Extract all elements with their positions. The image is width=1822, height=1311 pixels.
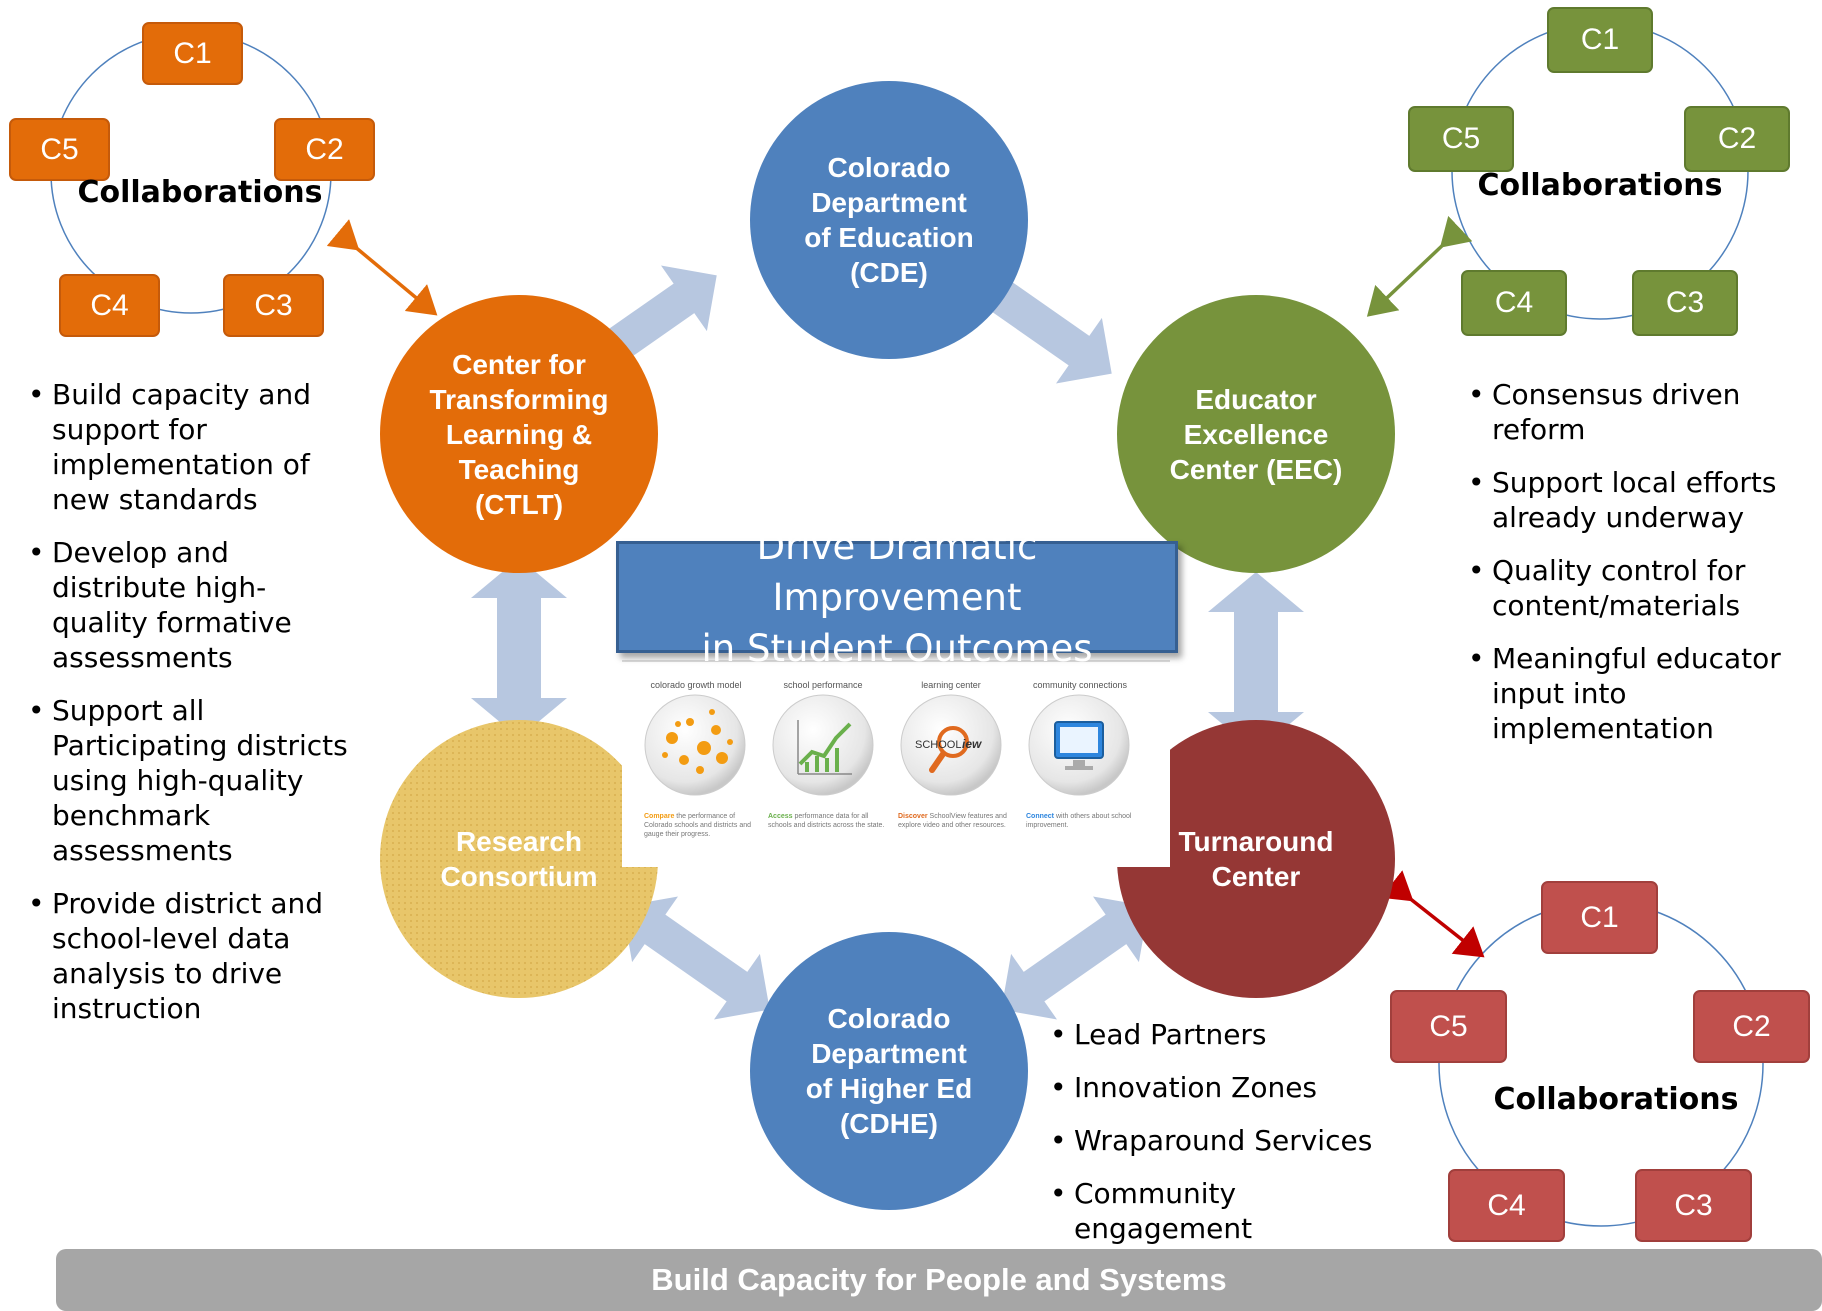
node-cde-line: Department bbox=[811, 187, 967, 218]
node-cdhe-line: Colorado bbox=[827, 1003, 951, 1034]
node-cde-line: Colorado bbox=[827, 152, 951, 183]
collab-orange-c2: C2 bbox=[274, 118, 375, 181]
arrow-research-cdhe bbox=[622, 896, 770, 1020]
goal-line-1: Drive Dramatic Improvement bbox=[756, 524, 1038, 619]
schoolview-logo-text: SCHOOL bbox=[915, 739, 961, 751]
collab-green-c1: C1 bbox=[1547, 7, 1653, 73]
sv-label-growth: colorado growth model bbox=[650, 680, 742, 690]
scatter-dots-icon bbox=[662, 709, 733, 774]
turnaround-bullet-list: Lead Partners Innovation Zones Wraparoun… bbox=[1050, 1017, 1390, 1264]
ctlt-bullet: Develop and distribute high-quality form… bbox=[28, 535, 312, 675]
collab-orange-c5: C5 bbox=[9, 118, 110, 181]
collab-orange-title: Collaborations bbox=[77, 175, 323, 210]
arrow-eec-collab bbox=[1366, 215, 1473, 317]
node-cdhe-label: Colorado Department of Higher Ed (CDHE) bbox=[779, 971, 999, 1171]
magnifier-icon: SCHOOL iew bbox=[915, 726, 982, 773]
ctlt-bullet: Build capacity and support for implement… bbox=[28, 377, 358, 517]
eec-bullet: Meaningful educator input into implement… bbox=[1468, 641, 1808, 746]
arrow-cdhe-turnaround bbox=[1001, 896, 1149, 1020]
node-ctlt-line: Teaching bbox=[458, 453, 580, 485]
node-eec-line: Center (EEC) bbox=[1169, 453, 1343, 485]
collab-green-c3: C3 bbox=[1632, 270, 1738, 336]
sv-label-learning: learning center bbox=[921, 680, 981, 690]
node-cde-label: Colorado Department of Education (CDE) bbox=[779, 120, 999, 320]
ctlt-bullet: Support all Participating districts usin… bbox=[28, 693, 358, 868]
learning-center-bubble bbox=[900, 694, 1002, 796]
collab-red-c4: C4 bbox=[1448, 1169, 1565, 1242]
collab-orange-c4: C4 bbox=[59, 274, 160, 337]
node-eec-line: Educator bbox=[1195, 383, 1317, 415]
turnaround-bullet: Lead Partners bbox=[1050, 1017, 1390, 1052]
arrow-eec-turnaround bbox=[1208, 572, 1304, 752]
collab-red-c5: C5 bbox=[1390, 990, 1507, 1063]
node-eec bbox=[1117, 295, 1395, 573]
turnaround-bullet: Innovation Zones bbox=[1050, 1070, 1390, 1105]
collab-red-c3: C3 bbox=[1635, 1169, 1752, 1242]
node-ctlt bbox=[380, 295, 658, 573]
performance-chart-icon bbox=[797, 720, 852, 775]
node-research-line: Consortium bbox=[440, 861, 598, 892]
node-ctlt-label: Center for Transforming Learning & Teach… bbox=[409, 334, 629, 534]
eec-bullet: Quality control for content/materials bbox=[1468, 553, 1808, 623]
collab-green-c2: C2 bbox=[1684, 106, 1790, 172]
sv-desc-growth: Compare the performance of Colorado scho… bbox=[644, 813, 752, 838]
ctlt-bullet: Provide district and school-level data a… bbox=[28, 886, 358, 1026]
sv-desc-performance: Access performance data for all schools … bbox=[768, 813, 885, 829]
collab-green-c4: C4 bbox=[1461, 270, 1567, 336]
node-turnaround bbox=[1117, 720, 1395, 998]
eec-bullet-list: Consensus driven reform Support local ef… bbox=[1468, 377, 1808, 764]
ctlt-bullet-list: Build capacity and support for implement… bbox=[28, 377, 358, 1044]
foundation-label: Build Capacity for People and Systems bbox=[651, 1262, 1227, 1297]
node-eec-label: Educator Excellence Center (EEC) bbox=[1146, 334, 1366, 534]
eec-bullet: Support local efforts already underway bbox=[1468, 465, 1808, 535]
node-turnaround-line: Center bbox=[1211, 861, 1301, 892]
node-turnaround-label: Turnaround Center bbox=[1146, 759, 1366, 959]
collab-red-c1: C1 bbox=[1541, 881, 1658, 954]
node-ctlt-line: Center for bbox=[452, 348, 586, 380]
turnaround-bullet: Wraparound Services bbox=[1050, 1123, 1390, 1158]
collab-orange-c3: C3 bbox=[223, 274, 324, 337]
node-ctlt-line: (CTLT) bbox=[474, 488, 564, 520]
node-research bbox=[380, 720, 658, 998]
growth-model-bubble bbox=[644, 694, 746, 796]
node-ctlt-line: Learning & bbox=[445, 418, 593, 450]
node-cde-line: of Education bbox=[804, 222, 974, 253]
node-cdhe-line: of Higher Ed bbox=[805, 1073, 973, 1104]
node-turnaround-line: Turnaround bbox=[1178, 826, 1334, 857]
eec-bullet: Consensus driven reform bbox=[1468, 377, 1762, 447]
sv-label-community: community connections bbox=[1032, 680, 1128, 690]
turnaround-bullet: Community engagement bbox=[1050, 1176, 1274, 1246]
collab-red-c2: C2 bbox=[1693, 990, 1810, 1063]
goal-box: Drive Dramatic Improvement in Student Ou… bbox=[616, 525, 1178, 670]
sv-desc-learning: Discover SchoolView features and explore… bbox=[898, 813, 1007, 829]
node-cde-line: (CDE) bbox=[850, 257, 928, 288]
arrow-ctlt-research bbox=[471, 558, 567, 738]
arrow-turnaround-collab bbox=[1380, 870, 1485, 958]
schoolview-panel: SCHOOL iew bbox=[622, 657, 1170, 867]
goal-text: Drive Dramatic Improvement in Student Ou… bbox=[637, 521, 1157, 674]
node-ctlt-line: Transforming bbox=[429, 383, 609, 415]
foundation-bar: Build Capacity for People and Systems bbox=[56, 1249, 1822, 1311]
node-cdhe bbox=[750, 932, 1028, 1210]
node-cdhe-line: (CDHE) bbox=[839, 1108, 938, 1139]
node-eec-line: Excellence bbox=[1183, 418, 1329, 450]
goal-line-2: in Student Outcomes bbox=[701, 626, 1093, 670]
arrow-ctlt-collab bbox=[326, 219, 438, 316]
school-performance-bubble bbox=[772, 694, 874, 796]
node-research-line: Research bbox=[455, 826, 583, 857]
collab-green-c5: C5 bbox=[1408, 106, 1514, 172]
collab-red-title: Collaborations bbox=[1493, 1082, 1739, 1117]
svg-text:iew: iew bbox=[962, 737, 982, 751]
sv-desc-community: Connect with others about school improve… bbox=[1026, 813, 1132, 829]
node-cdhe-line: Department bbox=[811, 1038, 967, 1069]
sv-label-performance: school performance bbox=[783, 680, 863, 690]
node-research-label: Research Consortium bbox=[409, 759, 629, 959]
monitor-icon bbox=[1054, 721, 1104, 770]
node-cde bbox=[750, 81, 1028, 359]
collab-orange-c1: C1 bbox=[142, 22, 243, 85]
collab-green-title: Collaborations bbox=[1477, 168, 1723, 203]
